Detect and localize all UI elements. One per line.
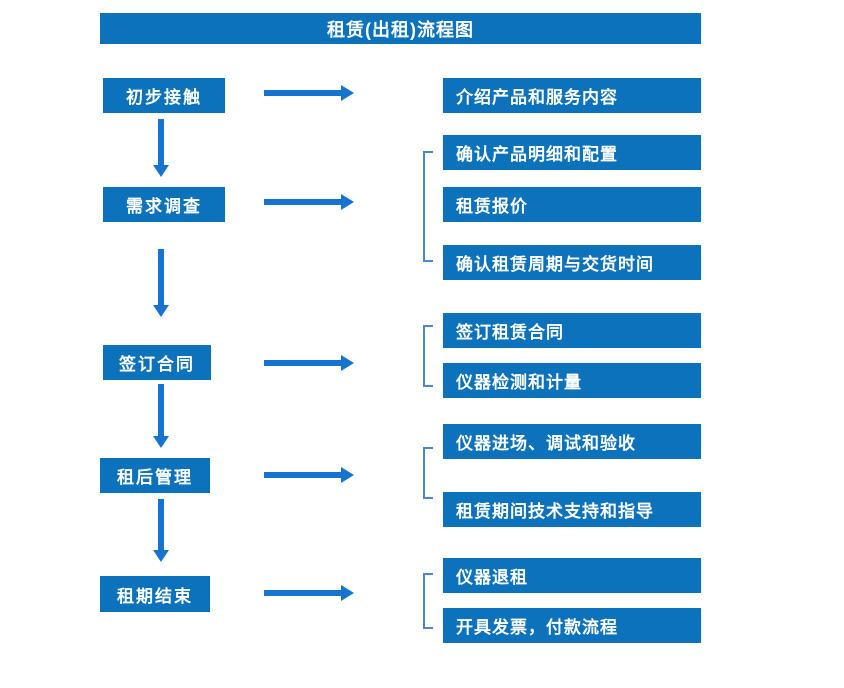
output-box-instrument-return: 仪器退租 [443,558,701,593]
stage-box-post-rental-mgmt: 租后管理 [100,458,210,493]
arrow-right-icon [264,355,354,371]
arrow-down-icon [153,249,169,317]
arrow-right-icon [264,85,354,101]
output-box-sign-rental-contract: 签订租赁合同 [443,313,701,348]
arrow-down-icon [153,499,169,562]
stage-box-sign-contract: 签订合同 [103,345,211,380]
stage-box-demand-survey: 需求调查 [103,187,225,222]
output-box-rental-quote: 租赁报价 [443,187,701,222]
group-bracket-icon [423,151,433,262]
output-box-instrument-entry: 仪器进场、调试和验收 [443,424,701,459]
stage-box-initial-contact: 初步接触 [103,78,225,113]
output-box-tech-support: 租赁期间技术支持和指导 [443,492,701,527]
arrow-down-icon [153,384,169,448]
group-bracket-icon [423,447,433,499]
output-box-intro-products: 介绍产品和服务内容 [443,78,701,113]
arrow-right-icon [264,585,354,601]
output-box-confirm-details: 确认产品明细和配置 [443,135,701,170]
output-box-confirm-period: 确认租赁周期与交货时间 [443,245,701,280]
flowchart-title: 租赁(出租)流程图 [100,13,701,44]
stage-box-rental-end: 租期结束 [100,576,210,612]
group-bracket-icon [423,573,433,629]
output-box-invoice-payment: 开具发票，付款流程 [443,608,701,643]
arrow-down-icon [153,119,169,177]
arrow-right-icon [264,467,354,483]
arrow-right-icon [264,194,354,210]
output-box-instrument-testing: 仪器检测和计量 [443,363,701,398]
group-bracket-icon [423,325,433,387]
